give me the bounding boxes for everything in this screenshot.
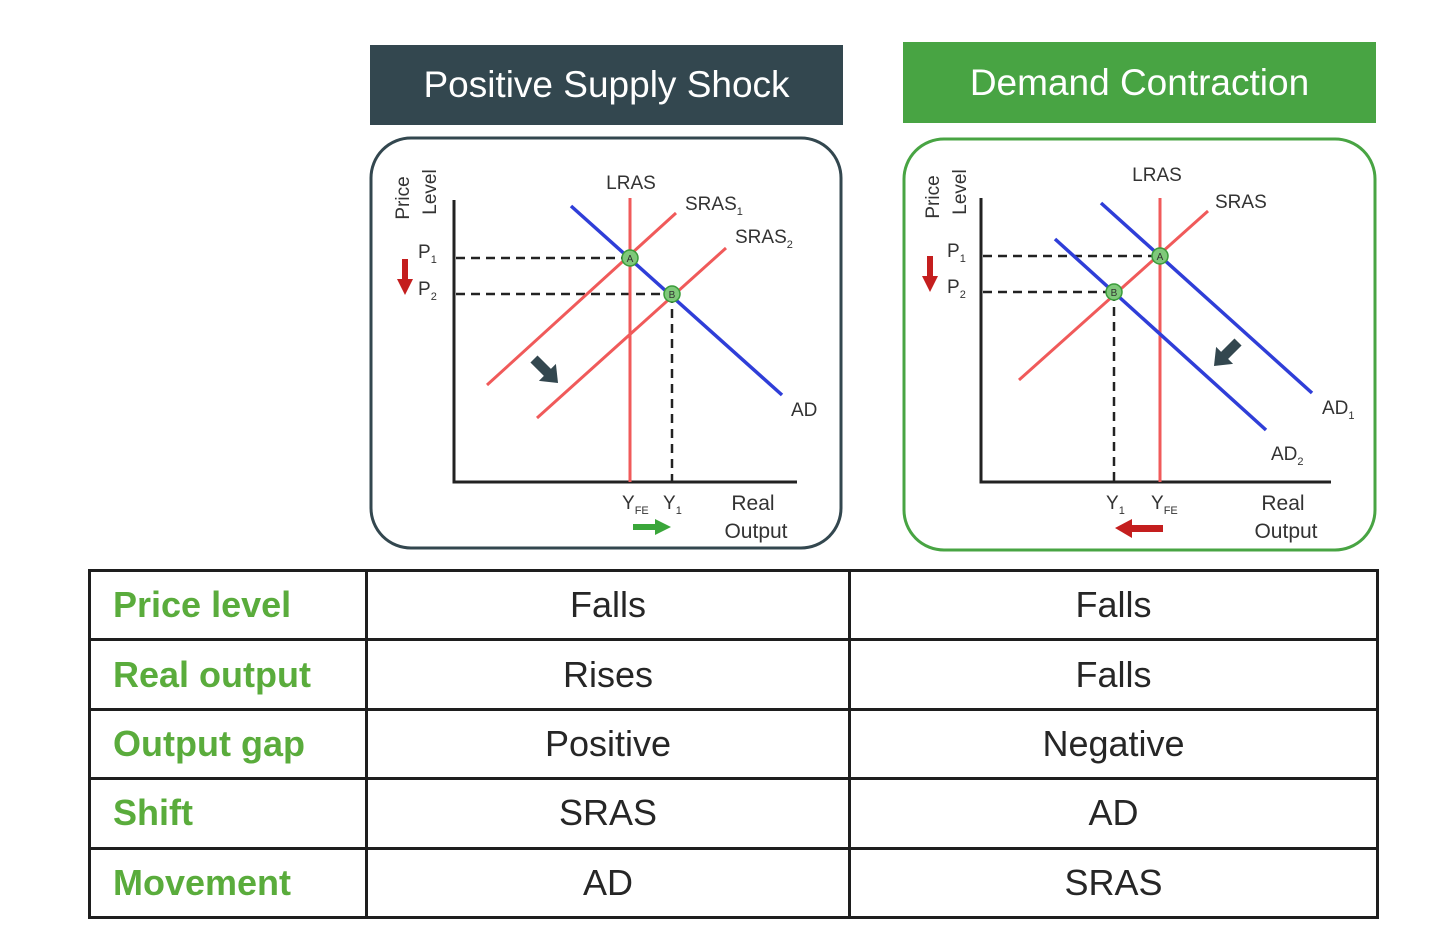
lras-label: LRAS <box>1132 165 1182 186</box>
ad-label: AD <box>791 400 817 421</box>
supply-shock-value: Positive <box>365 707 851 781</box>
y-axis-label-line2: Level <box>950 169 971 214</box>
table-row: Shift SRAS AD <box>88 777 1379 850</box>
point-b: B <box>663 285 681 303</box>
x-axis-label-line2: Output <box>1254 520 1317 543</box>
supply-shock-value: AD <box>365 846 851 920</box>
panel-border <box>369 136 843 550</box>
ad1-line <box>1099 201 1314 395</box>
ad2-line <box>1053 237 1268 432</box>
sras-shift-arrow-icon <box>530 355 559 384</box>
sras-label: SRAS <box>1215 192 1267 213</box>
x-axis-label-line2: Output <box>724 520 787 543</box>
yfe-label: YFE <box>1151 493 1178 517</box>
sras2-label: SRAS2 <box>735 227 793 251</box>
price-falls-arrow-icon <box>922 256 938 292</box>
point-b: B <box>1105 283 1123 301</box>
output-falls-arrow-icon <box>1115 519 1163 538</box>
diagrams: Price Level LRAS SRAS1 SRAS2 AD P1 P2 YF… <box>369 136 1377 552</box>
table-row: Movement AD SRAS <box>88 846 1379 920</box>
sras1-label: SRAS1 <box>685 194 743 218</box>
y1-label: Y1 <box>663 493 682 517</box>
y-axis-label-line2: Level <box>420 169 441 214</box>
y-axis-label-line1: Price <box>923 175 944 218</box>
point-a: A <box>621 249 639 267</box>
sras2-line <box>535 246 728 420</box>
sras1-line <box>485 211 678 387</box>
supply-shock-value: Falls <box>365 568 851 642</box>
lras-label: LRAS <box>606 173 656 194</box>
demand-contraction-value: Negative <box>848 707 1379 781</box>
y1-label: Y1 <box>1106 493 1125 517</box>
row-label: Real output <box>88 638 368 711</box>
p1-label: P1 <box>947 241 966 265</box>
svg-text:B: B <box>1111 288 1118 299</box>
row-label: Shift <box>88 777 368 850</box>
panel-border <box>902 137 1377 552</box>
ad2-label: AD2 <box>1271 444 1304 468</box>
x-axis-label-line1: Real <box>731 492 774 515</box>
demand-contraction-diagram: Price Level LRAS SRAS AD1 AD2 P1 P2 Y1 Y… <box>902 137 1377 552</box>
panel-title: Demand Contraction <box>969 61 1310 103</box>
supply-shock-value: SRAS <box>365 777 851 850</box>
row-label: Output gap <box>88 707 368 781</box>
header-demand-contraction: Demand Contraction <box>903 42 1376 123</box>
axes <box>979 198 1331 484</box>
yfe-label: YFE <box>622 493 649 517</box>
row-label: Price level <box>88 568 368 642</box>
p2-label: P2 <box>418 279 437 303</box>
x-axis-label-line1: Real <box>1261 492 1304 515</box>
row-label: Movement <box>88 846 368 920</box>
table-row: Real output Rises Falls <box>88 638 1379 711</box>
p2-label: P2 <box>947 277 966 301</box>
panel-title: Positive Supply Shock <box>423 64 790 105</box>
svg-text:B: B <box>669 290 676 301</box>
y-axis-label-line1: Price <box>393 176 414 219</box>
output-rises-arrow-icon <box>633 519 671 535</box>
demand-contraction-value: AD <box>848 777 1379 850</box>
supply-shock-diagram: Price Level LRAS SRAS1 SRAS2 AD P1 P2 YF… <box>369 136 843 550</box>
comparison-table: Price level Falls Falls Real output Rise… <box>88 568 1379 920</box>
price-falls-arrow-icon <box>397 259 413 295</box>
table-row: Price level Falls Falls <box>88 568 1379 642</box>
ad1-label: AD1 <box>1322 398 1355 422</box>
axes <box>452 200 797 484</box>
demand-contraction-value: SRAS <box>848 846 1379 920</box>
p1-label: P1 <box>418 242 437 266</box>
demand-contraction-value: Falls <box>848 568 1379 642</box>
point-a: A <box>1151 247 1169 265</box>
svg-text:A: A <box>1157 252 1164 263</box>
demand-contraction-value: Falls <box>848 638 1379 711</box>
ad-shift-arrow-icon <box>1213 338 1242 367</box>
header-positive-supply-shock: Positive Supply Shock <box>370 45 843 125</box>
supply-shock-value: Rises <box>365 638 851 711</box>
table-row: Output gap Positive Negative <box>88 707 1379 781</box>
svg-text:A: A <box>627 254 634 265</box>
